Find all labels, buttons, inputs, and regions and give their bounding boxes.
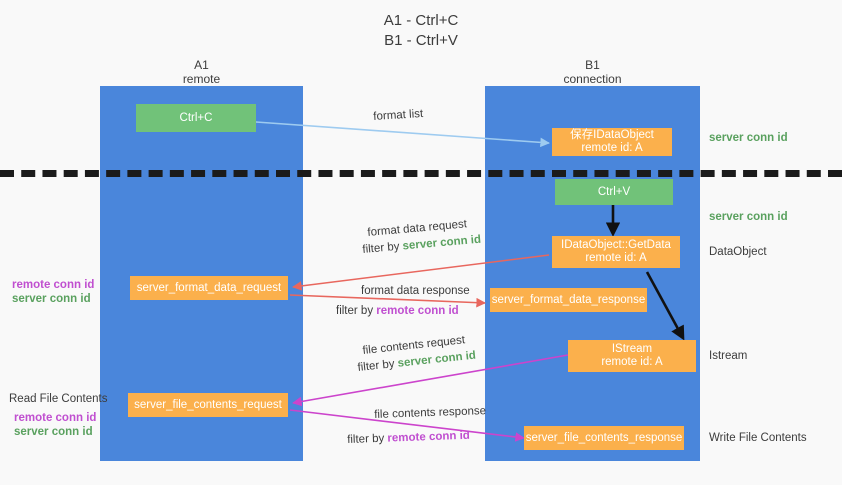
- column-a1-role: remote: [182, 72, 221, 86]
- node-idataobject-getdata[interactable]: IDataObject::GetData remote id: A: [552, 236, 680, 268]
- node-server-file-contents-response-label: server_file_contents_response: [525, 431, 683, 444]
- node-save-idataobject-line-2: remote id: A: [581, 142, 643, 154]
- edge-label-format-data-response-filter-prefix: filter by: [336, 305, 377, 317]
- phase-separator-dashed-line: [0, 170, 842, 177]
- node-istream-line-1: IStream: [611, 343, 653, 355]
- edge-label-format-data-response: format data response: [361, 285, 470, 297]
- edge-label-format-data-response-filter-value: remote conn id: [376, 305, 459, 317]
- edge-label-format-data-response-filter: filter by remote conn id: [336, 305, 459, 317]
- node-idataobject-getdata-line-2: remote id: A: [585, 252, 647, 264]
- annotation-left-server-conn-id-1: server conn id: [12, 293, 91, 305]
- node-server-file-contents-request-label: server_file_contents_request: [134, 398, 282, 411]
- node-server-format-data-request[interactable]: server_format_data_request: [130, 276, 288, 300]
- annotation-right-istream: Istream: [709, 350, 748, 362]
- edge-label-file-contents-response-filter-prefix: filter by: [347, 432, 388, 446]
- title-line-1: A1 - Ctrl+C: [383, 12, 459, 29]
- annotation-right-server-conn-id-1: server conn id: [709, 132, 788, 144]
- annotation-right-dataobject: DataObject: [709, 246, 767, 258]
- node-server-format-data-request-label: server_format_data_request: [136, 281, 282, 294]
- annotation-right-server-conn-id-2: server conn id: [709, 211, 788, 223]
- edge-label-file-contents-request-filter-prefix: filter by: [357, 357, 399, 374]
- annotation-left-remote-conn-id-1: remote conn id: [12, 279, 95, 291]
- annotation-left-server-conn-id-2: server conn id: [14, 426, 93, 438]
- node-idataobject-getdata-line-1: IDataObject::GetData: [561, 239, 671, 251]
- node-istream-line-2: remote id: A: [601, 356, 663, 368]
- edge-label-file-contents-response-filter: filter by remote conn id: [347, 430, 470, 446]
- node-save-idataobject-line-1: 保存IDataObject: [570, 129, 654, 141]
- node-server-format-data-response-label: server_format_data_response: [491, 293, 646, 306]
- edge-label-format-data-request-filter-value: server conn id: [402, 233, 482, 253]
- edge-label-format-list-text: format list: [373, 107, 424, 123]
- edge-label-file-contents-response-text: file contents response: [374, 405, 487, 421]
- edge-label-file-contents-request-filter-value: server conn id: [397, 349, 477, 370]
- edge-label-format-data-response-text: format data response: [361, 285, 470, 297]
- node-istream[interactable]: IStream remote id: A: [568, 340, 696, 372]
- edge-label-file-contents-response: file contents response: [374, 405, 486, 421]
- node-ctrl-c-label: Ctrl+C: [179, 111, 213, 124]
- annotation-right-write-file-contents: Write File Contents: [709, 432, 807, 444]
- annotation-left-read-file-contents: Read File Contents: [9, 393, 108, 405]
- node-server-file-contents-request[interactable]: server_file_contents_request: [128, 393, 288, 417]
- edge-label-file-contents-response-filter-value: remote conn id: [387, 429, 471, 445]
- edge-label-format-data-request-filter-prefix: filter by: [362, 240, 404, 256]
- column-b1-role: connection: [563, 72, 622, 86]
- node-save-idataobject[interactable]: 保存IDataObject remote id: A: [552, 128, 672, 156]
- edge-label-format-list: format list: [373, 108, 423, 123]
- node-ctrl-c[interactable]: Ctrl+C: [136, 104, 256, 132]
- annotation-left-remote-conn-id-2: remote conn id: [14, 412, 97, 424]
- column-header-b1: B1 connection: [485, 58, 700, 86]
- node-ctrl-v[interactable]: Ctrl+V: [555, 179, 673, 205]
- page-title: A1 - Ctrl+C B1 - Ctrl+V: [0, 11, 842, 51]
- node-server-format-data-response[interactable]: server_format_data_response: [490, 288, 647, 312]
- node-server-file-contents-response[interactable]: server_file_contents_response: [524, 426, 684, 450]
- column-b1-name: B1: [585, 58, 600, 72]
- title-line-2: B1 - Ctrl+V: [384, 32, 458, 49]
- column-a1-name: A1: [194, 58, 209, 72]
- node-ctrl-v-label: Ctrl+V: [597, 185, 631, 198]
- column-header-a1: A1 remote: [100, 58, 303, 86]
